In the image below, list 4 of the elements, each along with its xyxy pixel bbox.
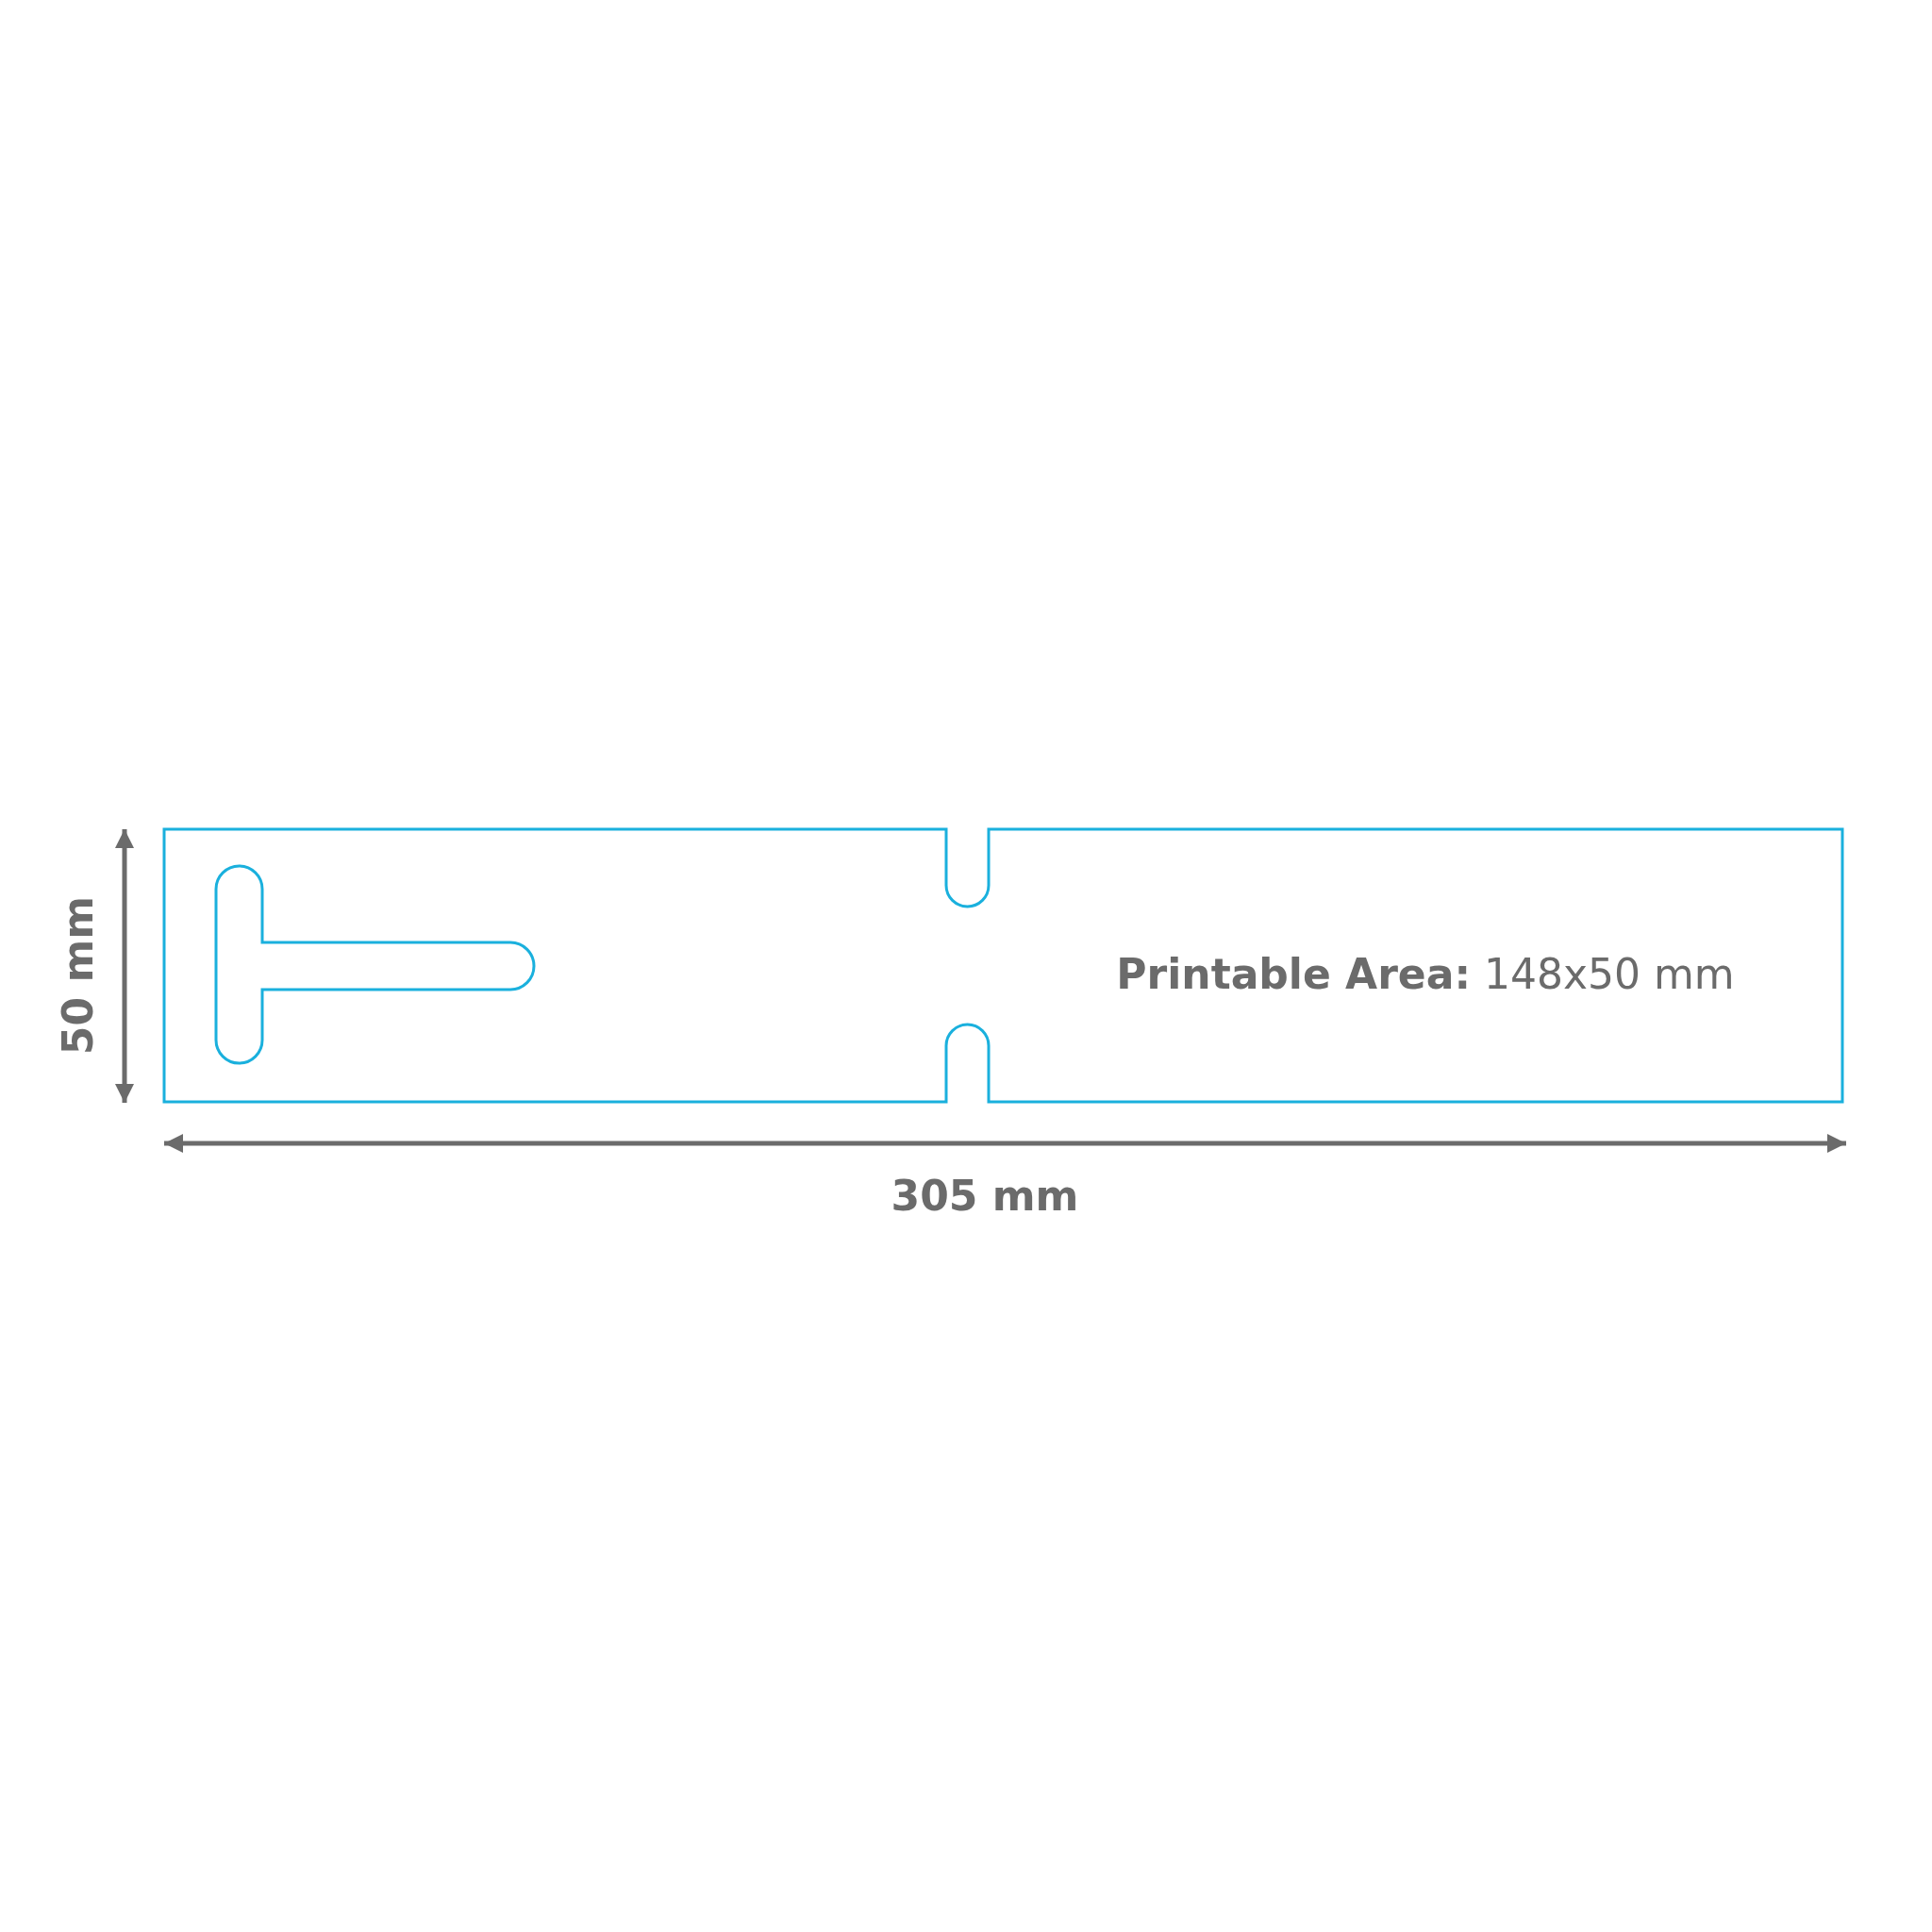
dimension-label: 50 mm [53,895,102,1056]
hang-tag-drawing [162,827,1844,1104]
printable-area-text: Printable Area: 148x50 mm [1116,949,1735,998]
dimension-label: 305 mm [891,1171,1079,1220]
